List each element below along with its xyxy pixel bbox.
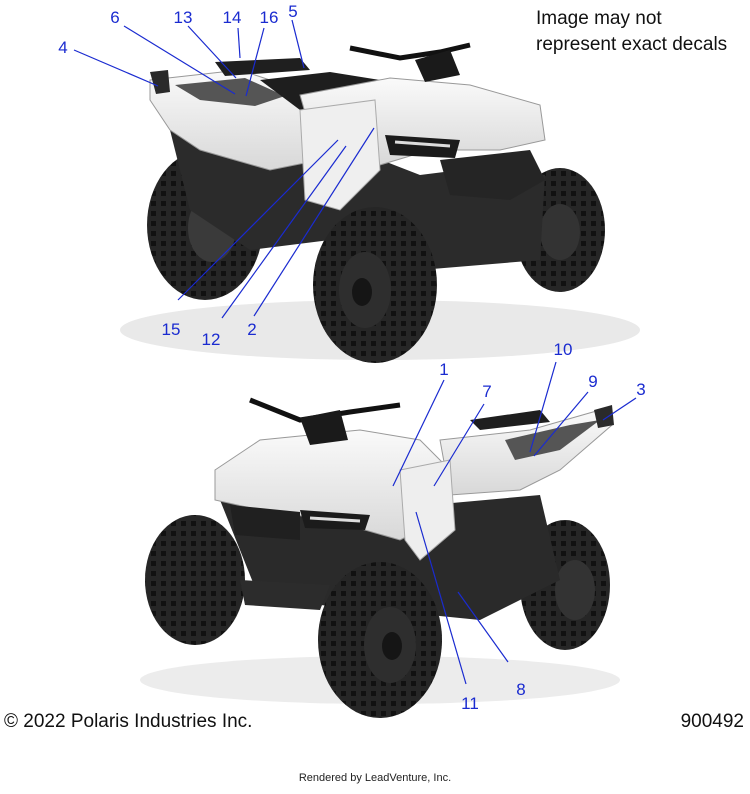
callout-11[interactable]: 11 <box>461 694 479 713</box>
top-atv-illustration <box>120 42 640 363</box>
callout-3[interactable]: 3 <box>636 380 646 399</box>
callout-14[interactable]: 14 <box>222 8 242 27</box>
callout-8[interactable]: 8 <box>516 680 526 699</box>
callout-5[interactable]: 5 <box>288 2 298 21</box>
callout-7[interactable]: 7 <box>482 382 492 401</box>
note-line-1: Image may not <box>536 8 662 29</box>
callout-2[interactable]: 2 <box>247 320 257 339</box>
note-line-2: represent exact decals <box>536 34 728 55</box>
callout-15[interactable]: 15 <box>161 320 181 339</box>
callout-16[interactable]: 16 <box>259 8 279 27</box>
copyright-text: © 2022 Polaris Industries Inc. <box>4 711 253 732</box>
callout-12[interactable]: 12 <box>201 330 221 349</box>
callout-6[interactable]: 6 <box>110 8 120 27</box>
part-number: 900492 <box>680 711 744 732</box>
callout-4[interactable]: 4 <box>58 38 68 57</box>
callout-9[interactable]: 9 <box>588 372 598 391</box>
bottom-atv-illustration <box>140 397 620 718</box>
rendered-by-credit: Rendered by LeadVenture, Inc. <box>298 772 452 784</box>
callout-1[interactable]: 1 <box>439 360 449 379</box>
disclaimer-note: Image may not represent exact decals <box>536 6 746 58</box>
callout-13[interactable]: 13 <box>173 8 193 27</box>
callout-10[interactable]: 10 <box>553 340 573 359</box>
leader-lines <box>73 19 637 685</box>
